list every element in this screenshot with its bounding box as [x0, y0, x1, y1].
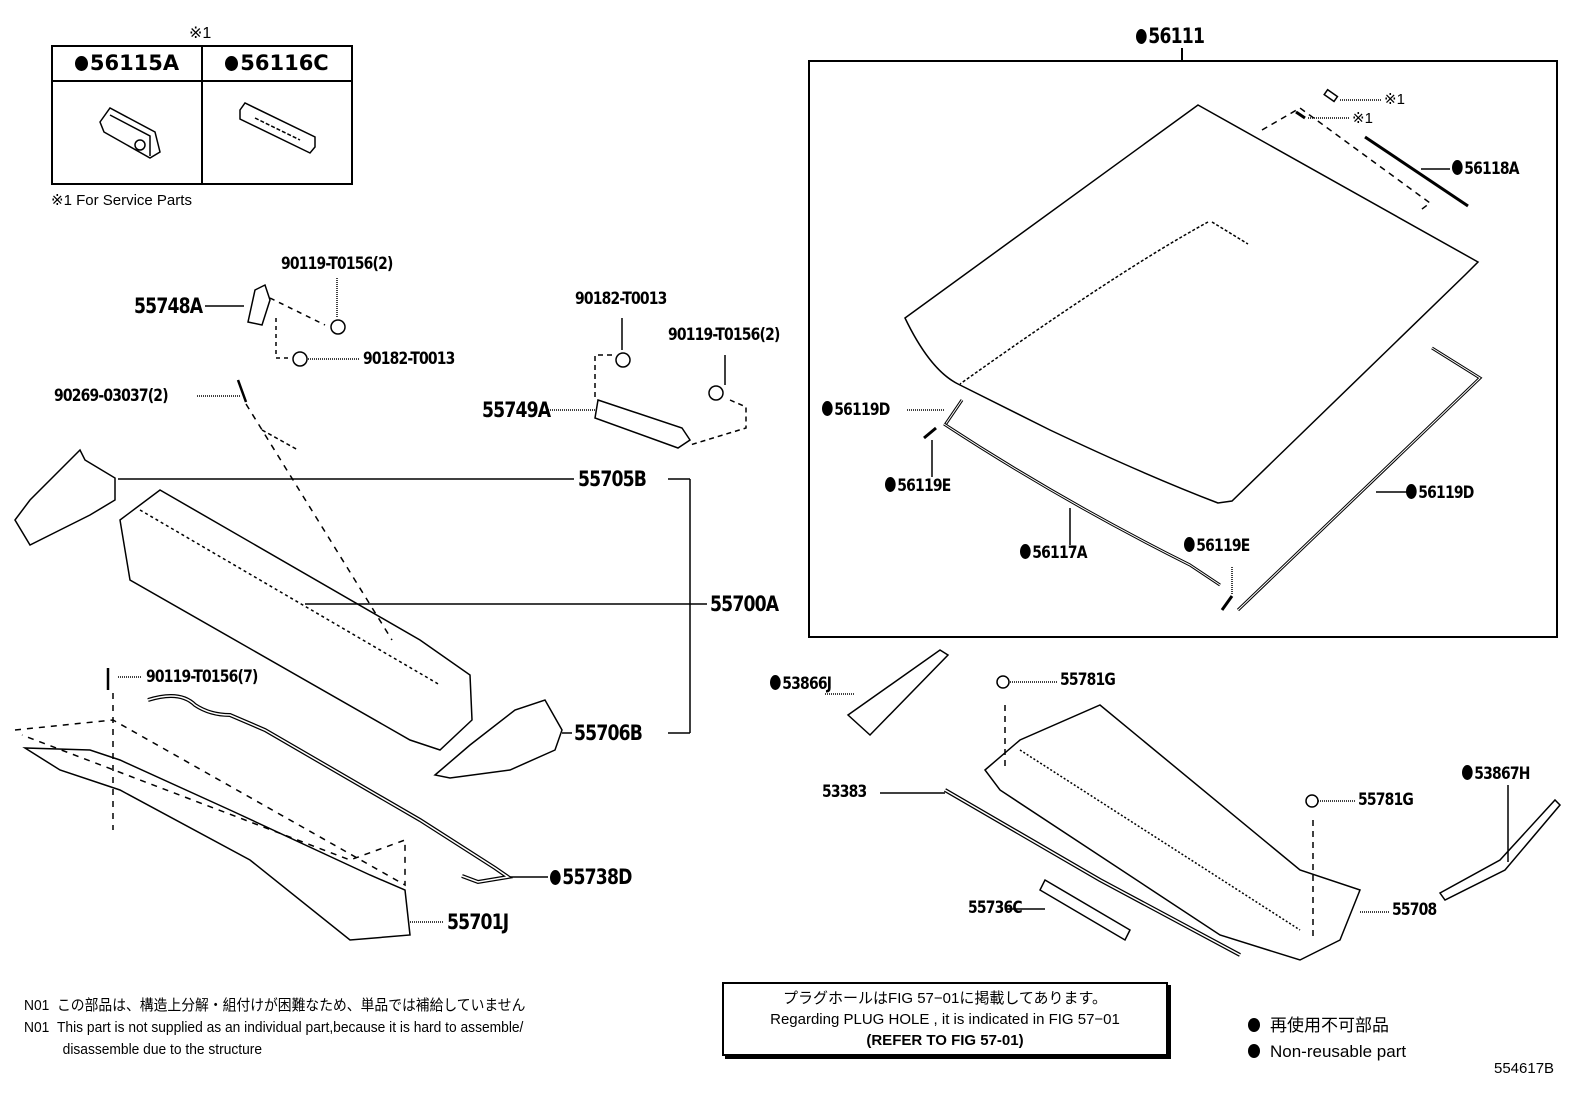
- non-reusable-dot-icon: [1020, 544, 1031, 559]
- callout-90182-T0013b[interactable]: 90182-T0013: [575, 289, 667, 309]
- reference-line-ja: プラグホールはFIG 57−01に掲載してあります。: [783, 990, 1107, 1007]
- bracket-55748A: [247, 283, 271, 326]
- non-reusable-dot-icon: [74, 56, 88, 71]
- service-marker-1a: ※1: [1384, 91, 1405, 108]
- callout-90269-03037[interactable]: 90269-03037(2): [54, 386, 169, 406]
- note-n01: N01 この部品は、構造上分解・組付けが困難なため、単品では補給していません N…: [24, 995, 525, 1060]
- clip-56116C-drawing: [239, 102, 316, 154]
- callout-55781G-b[interactable]: 55781G: [1358, 790, 1414, 810]
- windshield-inner-dashed: [959, 221, 1209, 385]
- service-parts-inset: 56115A 56116C: [51, 45, 353, 185]
- non-reusable-dot-icon: [550, 870, 561, 885]
- inset-header-56115A: 56115A: [53, 47, 201, 82]
- callout-55705B[interactable]: 55705B: [578, 467, 647, 491]
- bracket-55736C: [1039, 878, 1131, 942]
- bracket-55749A: [594, 399, 692, 449]
- non-reusable-dot-icon: [1462, 765, 1473, 780]
- callout-55736C[interactable]: 55736C: [968, 898, 1023, 918]
- inset-service-marker: ※1: [189, 25, 212, 42]
- callout-56119E-left[interactable]: 56119E: [885, 477, 951, 495]
- cowl-louver-55708: [983, 704, 1361, 961]
- legend-item-ja: 再使用不可部品: [1248, 1013, 1406, 1039]
- trim-53867H: [1438, 798, 1562, 901]
- service-marker-1b: ※1: [1352, 110, 1373, 127]
- molding-56118A: [1364, 135, 1469, 208]
- callout-55700A[interactable]: 55700A: [710, 592, 779, 616]
- non-reusable-dot-icon: [770, 675, 781, 690]
- non-reusable-dot-icon: [1248, 1018, 1260, 1032]
- non-reusable-dot-icon: [1452, 160, 1463, 175]
- reference-line-refer: (REFER TO FIG 57-01): [866, 1032, 1024, 1049]
- callout-56119D-left[interactable]: 56119D: [822, 401, 890, 419]
- figure-id: 554617B: [1494, 1060, 1555, 1077]
- panel-55706B: [433, 699, 563, 779]
- inset-header-56116C: 56116C: [203, 47, 351, 82]
- callout-90182-T0013a[interactable]: 90182-T0013: [363, 349, 455, 369]
- trim-53866J: [846, 649, 950, 737]
- callout-56119D-right[interactable]: 56119D: [1406, 484, 1474, 502]
- panel-55700A: [119, 489, 473, 751]
- note-line-en-cont: disassemble due to the structure: [62, 1040, 263, 1058]
- note-line-en: N01 This part is not supplied as an indi…: [24, 1018, 524, 1036]
- non-reusable-dot-icon: [822, 401, 833, 416]
- callout-55708[interactable]: 55708: [1392, 900, 1437, 920]
- callout-53867H[interactable]: 53867H: [1462, 765, 1530, 783]
- windshield-group-frame: [808, 60, 1558, 638]
- callout-90119-T0156-2a[interactable]: 90119-T0156(2): [281, 254, 393, 274]
- callout-53383[interactable]: 53383: [822, 782, 867, 802]
- non-reusable-dot-icon: [885, 477, 896, 492]
- legend-item-en: Non-reusable part: [1248, 1039, 1406, 1065]
- callout-56111[interactable]: 56111: [1136, 26, 1205, 47]
- non-reusable-dot-icon: [1184, 537, 1195, 552]
- reference-line-en: Regarding PLUG HOLE , it is indicated in…: [770, 1011, 1120, 1028]
- legend: 再使用不可部品 Non-reusable part: [1248, 1013, 1406, 1066]
- non-reusable-dot-icon: [225, 56, 239, 71]
- inset-divider: [201, 47, 203, 183]
- callout-55781G-a[interactable]: 55781G: [1060, 670, 1116, 690]
- lower-cowl-55701J: [22, 747, 411, 941]
- inset-footnote: ※1 For Service Parts: [51, 192, 192, 209]
- callout-56119E-right[interactable]: 56119E: [1184, 537, 1250, 555]
- clip-56115A-drawing: [99, 107, 161, 159]
- callout-90119-T0156-2b[interactable]: 90119-T0156(2): [668, 325, 780, 345]
- callout-55749A[interactable]: 55749A: [482, 398, 551, 422]
- non-reusable-dot-icon: [1136, 29, 1147, 44]
- callout-56117A[interactable]: 56117A: [1020, 544, 1088, 562]
- callout-90119-T0156-7[interactable]: 90119-T0156(7): [146, 667, 258, 687]
- note-line-ja: N01 この部品は、構造上分解・組付けが困難なため、単品では補給していません: [24, 997, 526, 1014]
- windshield-glass: [904, 104, 1480, 504]
- callout-56118A[interactable]: 56118A: [1452, 160, 1520, 178]
- callout-55706B[interactable]: 55706B: [574, 721, 643, 745]
- panel-55705B: [14, 448, 116, 546]
- non-reusable-dot-icon: [1406, 484, 1417, 499]
- callout-53866J[interactable]: 53866J: [770, 675, 832, 693]
- callout-55738D[interactable]: 55738D: [550, 867, 632, 888]
- non-reusable-dot-icon: [1248, 1044, 1260, 1059]
- reference-box: プラグホールはFIG 57−01に掲載してあります。 Regarding PLU…: [722, 982, 1168, 1056]
- callout-55701J[interactable]: 55701J: [447, 910, 509, 934]
- callout-55748A[interactable]: 55748A: [134, 294, 203, 318]
